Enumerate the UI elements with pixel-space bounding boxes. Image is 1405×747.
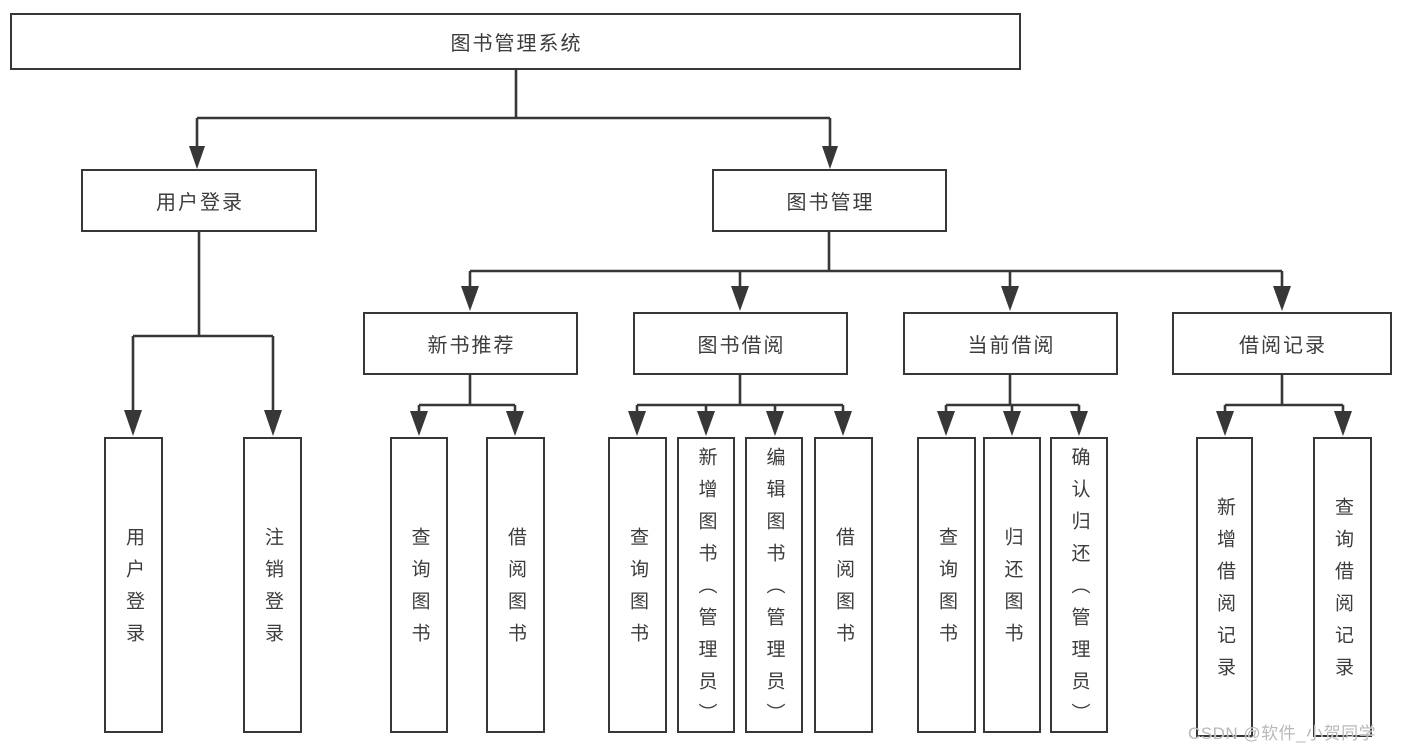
node-query-borrow-record: 查询借阅记录 <box>1313 437 1372 737</box>
node-borrow-book-under-recommend-label: 借阅图书 <box>505 527 526 655</box>
node-logout-leaf: 注销登录 <box>243 437 302 733</box>
connector-newbookrec-to-leaves <box>410 375 524 436</box>
node-query-book-under-recommend: 查询图书 <box>390 437 448 733</box>
node-book-mgmt-label: 图书管理 <box>786 192 875 214</box>
node-add-book-admin-label: 新增图书（管理员） <box>695 447 717 735</box>
node-query-book-under-borrow-label: 查询图书 <box>627 527 648 655</box>
node-root-label: 图书管理系统 <box>450 33 583 55</box>
node-query-borrow-record-label: 查询借阅记录 <box>1332 497 1353 689</box>
node-root: 图书管理系统 <box>10 13 1021 70</box>
node-return-book: 归还图书 <box>983 437 1041 733</box>
node-query-book-under-recommend-label: 查询图书 <box>408 527 430 655</box>
connector-bookmgmt-to-level3 <box>461 232 1291 311</box>
node-borrow-book-under-borrow-label: 借阅图书 <box>833 527 854 655</box>
csdn-watermark: CSDN @软件_小贺同学 <box>1188 724 1377 743</box>
node-return-book-label: 归还图书 <box>1001 527 1023 655</box>
connector-bookborrow-to-leaves <box>628 375 852 436</box>
node-user-login-leaf-label: 用户登录 <box>123 527 144 655</box>
node-add-book-admin: 新增图书（管理员） <box>677 437 735 735</box>
node-book-mgmt: 图书管理 <box>712 169 947 232</box>
node-new-book-recommend-label: 新书推荐 <box>427 335 516 357</box>
node-current-borrow: 当前借阅 <box>903 312 1118 375</box>
node-confirm-return-admin-label: 确认归还（管理员） <box>1068 447 1090 735</box>
connector-root-to-level2 <box>189 70 838 169</box>
node-user-login-leaf: 用户登录 <box>104 437 163 733</box>
node-logout-leaf-label: 注销登录 <box>262 527 283 655</box>
node-query-book-under-borrow: 查询图书 <box>608 437 667 733</box>
connector-borrowrecords-to-leaves <box>1216 375 1352 436</box>
node-edit-book-admin-label: 编辑图书（管理员） <box>763 447 785 735</box>
node-user-login-label: 用户登录 <box>156 192 244 214</box>
node-edit-book-admin: 编辑图书（管理员） <box>745 437 803 735</box>
node-new-book-recommend: 新书推荐 <box>363 312 578 375</box>
node-borrow-book-under-recommend: 借阅图书 <box>486 437 545 733</box>
node-borrow-records: 借阅记录 <box>1172 312 1392 375</box>
node-borrow-book-under-borrow: 借阅图书 <box>814 437 873 733</box>
node-add-borrow-record-label: 新增借阅记录 <box>1214 497 1235 689</box>
node-book-borrow: 图书借阅 <box>633 312 848 375</box>
node-add-borrow-record: 新增借阅记录 <box>1196 437 1253 737</box>
connector-currentborrow-to-leaves <box>937 375 1088 436</box>
node-confirm-return-admin: 确认归还（管理员） <box>1050 437 1108 735</box>
node-query-book-under-current-label: 查询图书 <box>936 527 957 655</box>
node-book-borrow-label: 图书借阅 <box>697 335 786 357</box>
connector-userlogin-to-leaves <box>124 232 282 436</box>
node-borrow-records-label: 借阅记录 <box>1239 335 1327 357</box>
node-query-book-under-current: 查询图书 <box>917 437 976 733</box>
node-user-login: 用户登录 <box>81 169 317 232</box>
node-current-borrow-label: 当前借阅 <box>967 335 1056 357</box>
